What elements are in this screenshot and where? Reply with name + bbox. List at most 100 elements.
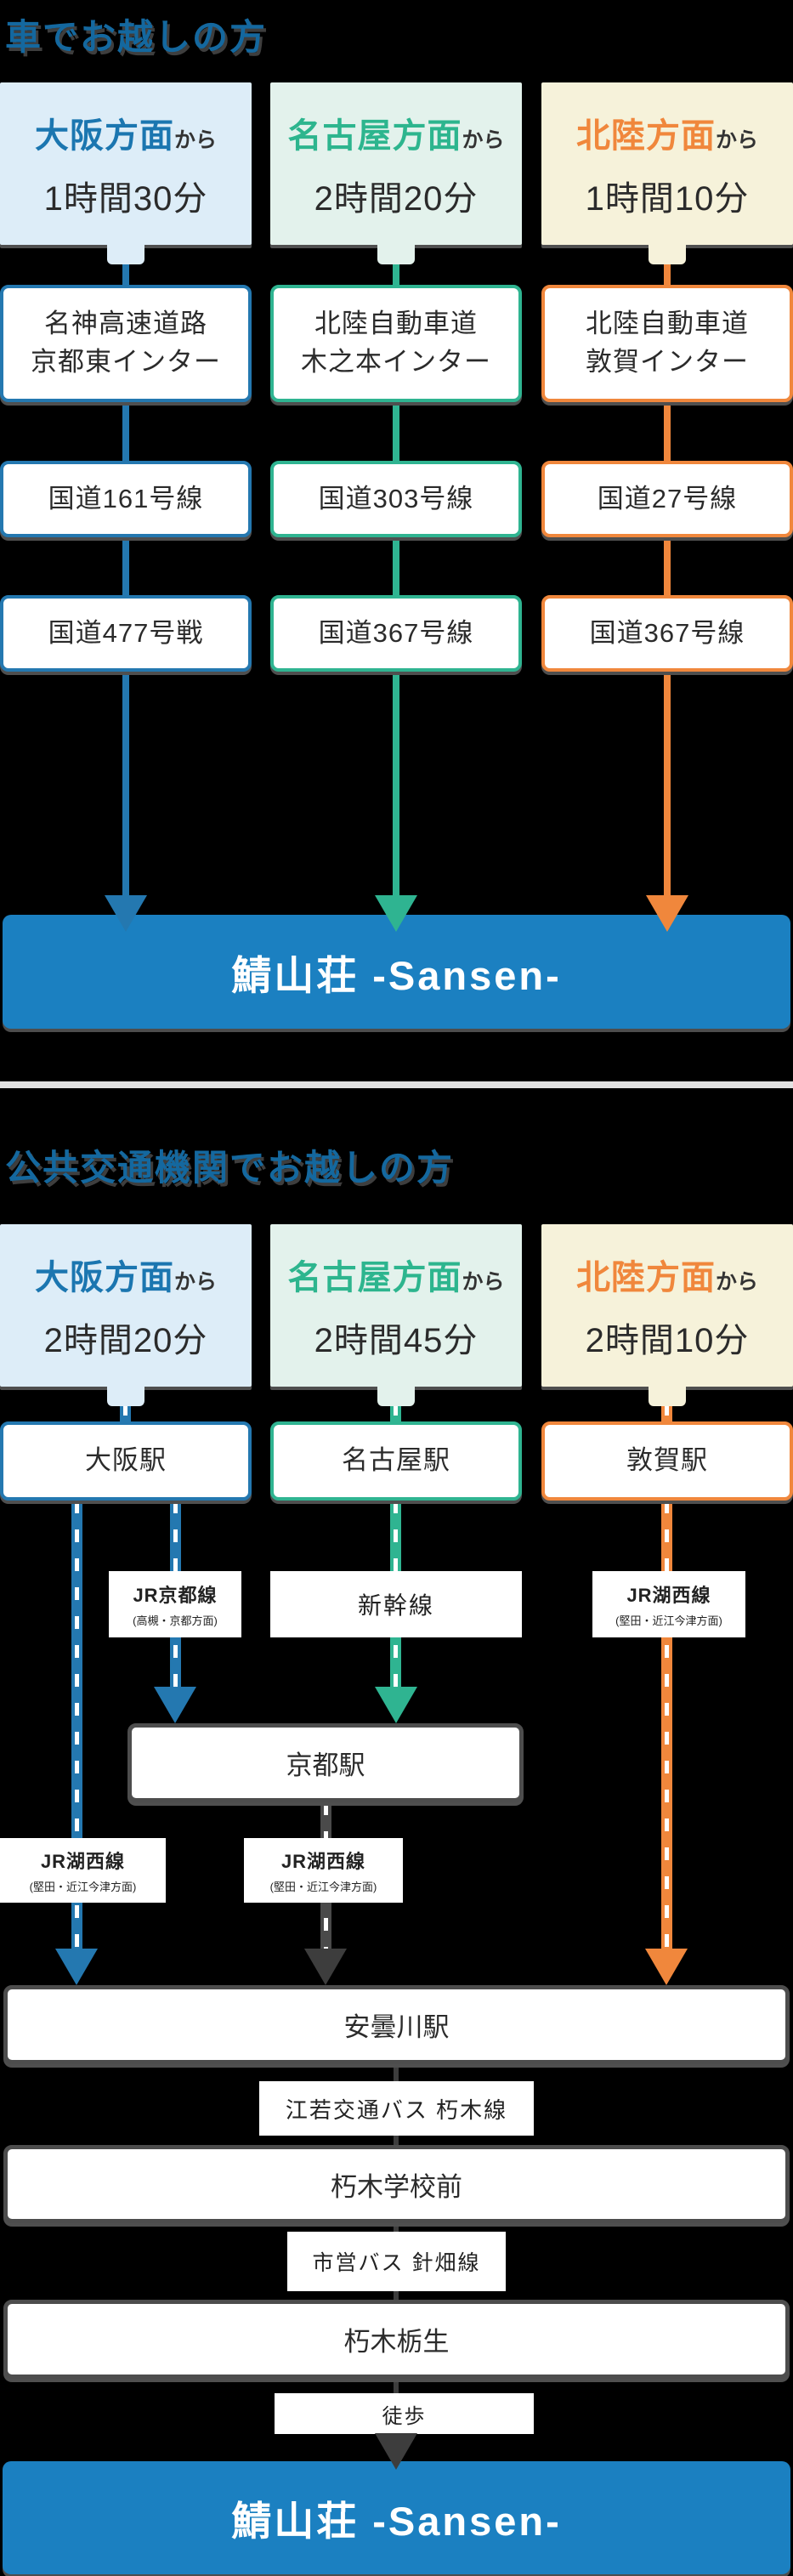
route-box-hokuriku-tsuruga-ic: 北陸自動車道 敦賀インター — [541, 285, 793, 402]
origin-label: 大阪方面 — [34, 1258, 174, 1297]
origin-row: 北陸方面 から — [576, 1250, 758, 1299]
origin-suffix: から — [462, 1269, 505, 1294]
line-direction: (高槻・京都方面) — [133, 1614, 218, 1627]
origin-row: 名古屋方面 から — [287, 1250, 504, 1299]
transit-section-title: 公共交通機関でお越しの方 — [5, 1148, 455, 1188]
duration-label: 1時間10分 — [585, 179, 750, 218]
connector-label-kojak-bus: 江若交通バス 朽木線 — [259, 2081, 534, 2136]
duration-label: 1時間30分 — [43, 179, 208, 218]
rail-stub — [390, 1403, 401, 1423]
route-box-r161: 国道161号線 — [0, 461, 252, 537]
rail-jr-kosei-from-tsuruga — [661, 1501, 672, 1954]
station-name: 安曇川駅 — [343, 2012, 450, 2042]
station-box-tsuruga: 敦賀駅 — [541, 1421, 793, 1501]
car-header-hokuriku: 北陸方面 から 1時間10分 — [541, 82, 793, 245]
origin-label: 名古屋方面 — [287, 116, 462, 155]
station-box-kutsuki-school: 朽木学校前 — [3, 2145, 790, 2223]
rail-stub — [661, 1403, 672, 1423]
line-name: JR湖西線 — [280, 1851, 366, 1872]
route-line1: 国道27号線 — [597, 483, 738, 513]
route-line2: 木之本インター — [301, 347, 491, 377]
connector-name: 江若交通バス 朽木線 — [285, 2097, 508, 2123]
connector-name: 市営バス 針畑線 — [312, 2251, 481, 2275]
route-line2: 敦賀インター — [586, 347, 749, 377]
origin-suffix: から — [715, 128, 758, 152]
station-box-osaka: 大阪駅 — [0, 1421, 252, 1501]
route-box-r27: 国道27号線 — [541, 461, 793, 537]
route-line1: 名神高速道路 — [44, 309, 207, 339]
origin-row: 大阪方面 から — [35, 1250, 217, 1299]
arrow-down-icon — [304, 1949, 347, 1985]
destination-label: 鯖山荘 -Sansen- — [231, 952, 562, 998]
duration-label: 2時間20分 — [314, 179, 479, 218]
arrow-down-icon — [646, 895, 688, 932]
rail-label-shinkansen: 新幹線 — [270, 1571, 522, 1637]
rail-label-jr-kosei-tsuruga: JR湖西線 (堅田・近江今津方面) — [592, 1571, 745, 1637]
rail-label-jr-kosei-kyoto: JR湖西線 (堅田・近江今津方面) — [244, 1838, 403, 1903]
rail-stub — [120, 1403, 131, 1423]
line-name: JR湖西線 — [626, 1585, 711, 1606]
route-box-r367-nagoya: 国道367号線 — [270, 595, 522, 672]
origin-label: 名古屋方面 — [287, 1258, 462, 1297]
station-name: 名古屋駅 — [342, 1445, 450, 1476]
line-direction: (堅田・近江今津方面) — [615, 1614, 722, 1627]
destination-banner-transit: 鯖山荘 -Sansen- — [3, 2461, 790, 2574]
origin-row: 大阪方面 から — [35, 108, 217, 157]
arrow-down-icon — [105, 895, 147, 932]
connector-label-city-bus: 市営バス 針畑線 — [287, 2232, 506, 2291]
station-name: 朽木栃生 — [343, 2327, 450, 2357]
section-divider — [0, 1081, 793, 1088]
route-box-hokuriku-kinomoto-ic: 北陸自動車道 木之本インター — [270, 285, 522, 402]
origin-suffix: から — [173, 1269, 217, 1294]
route-line1: 北陸自動車道 — [586, 309, 749, 339]
origin-row: 北陸方面 から — [576, 108, 758, 157]
origin-suffix: から — [715, 1269, 758, 1294]
car-section-title: 車でお越しの方 — [5, 17, 268, 57]
connector-name: 徒歩 — [382, 2404, 427, 2428]
station-box-adogawa: 安曇川駅 — [3, 1985, 790, 2064]
car-header-nagoya: 名古屋方面 から 2時間20分 — [270, 82, 522, 245]
transit-header-nagoya: 名古屋方面 から 2時間45分 — [270, 1224, 522, 1387]
route-line1: 国道367号線 — [589, 617, 745, 648]
origin-row: 名古屋方面 から — [287, 108, 504, 157]
station-name: 京都駅 — [286, 1750, 365, 1780]
duration-label: 2時間20分 — [43, 1321, 208, 1359]
destination-label: 鯖山荘 -Sansen- — [231, 2499, 562, 2544]
station-name: 大阪駅 — [85, 1445, 167, 1476]
header-tail — [107, 1386, 144, 1406]
header-tail — [377, 1386, 415, 1406]
route-box-r303: 国道303号線 — [270, 461, 522, 537]
arrow-down-icon — [154, 1687, 196, 1723]
origin-suffix: から — [462, 128, 505, 152]
duration-label: 2時間45分 — [314, 1321, 479, 1359]
route-line1: 北陸自動車道 — [314, 309, 478, 339]
route-line1: 国道303号線 — [318, 483, 474, 513]
header-tail — [377, 244, 415, 264]
connector-label-walk: 徒歩 — [275, 2393, 534, 2434]
car-header-osaka: 大阪方面 から 1時間30分 — [0, 82, 252, 245]
transit-header-osaka: 大阪方面 から 2時間20分 — [0, 1224, 252, 1387]
route-box-r477: 国道477号戦 — [0, 595, 252, 672]
destination-banner-car: 鯖山荘 -Sansen- — [3, 915, 790, 1029]
line-direction: (堅田・近江今津方面) — [29, 1881, 137, 1893]
line-name: JR湖西線 — [40, 1851, 126, 1872]
duration-label: 2時間10分 — [585, 1321, 750, 1359]
transit-header-hokuriku: 北陸方面 から 2時間10分 — [541, 1224, 793, 1387]
header-tail — [107, 244, 144, 264]
line-name: JR京都線 — [133, 1585, 218, 1606]
station-box-kyoto: 京都駅 — [127, 1723, 524, 1802]
car-route-line-nagoya — [393, 255, 399, 899]
line-name: 新幹線 — [357, 1592, 434, 1619]
line-direction: (堅田・近江今津方面) — [269, 1881, 377, 1893]
station-box-nagoya: 名古屋駅 — [270, 1421, 522, 1501]
route-line1: 国道477号戦 — [48, 617, 204, 648]
station-name: 敦賀駅 — [626, 1445, 708, 1476]
route-line1: 国道161号線 — [48, 483, 204, 513]
arrow-down-icon — [55, 1949, 98, 1985]
origin-label: 北陸方面 — [575, 1258, 716, 1297]
arrow-down-icon — [375, 895, 417, 932]
route-line1: 国道367号線 — [318, 617, 474, 648]
origin-label: 北陸方面 — [575, 116, 716, 155]
arrow-down-icon — [645, 1949, 688, 1985]
